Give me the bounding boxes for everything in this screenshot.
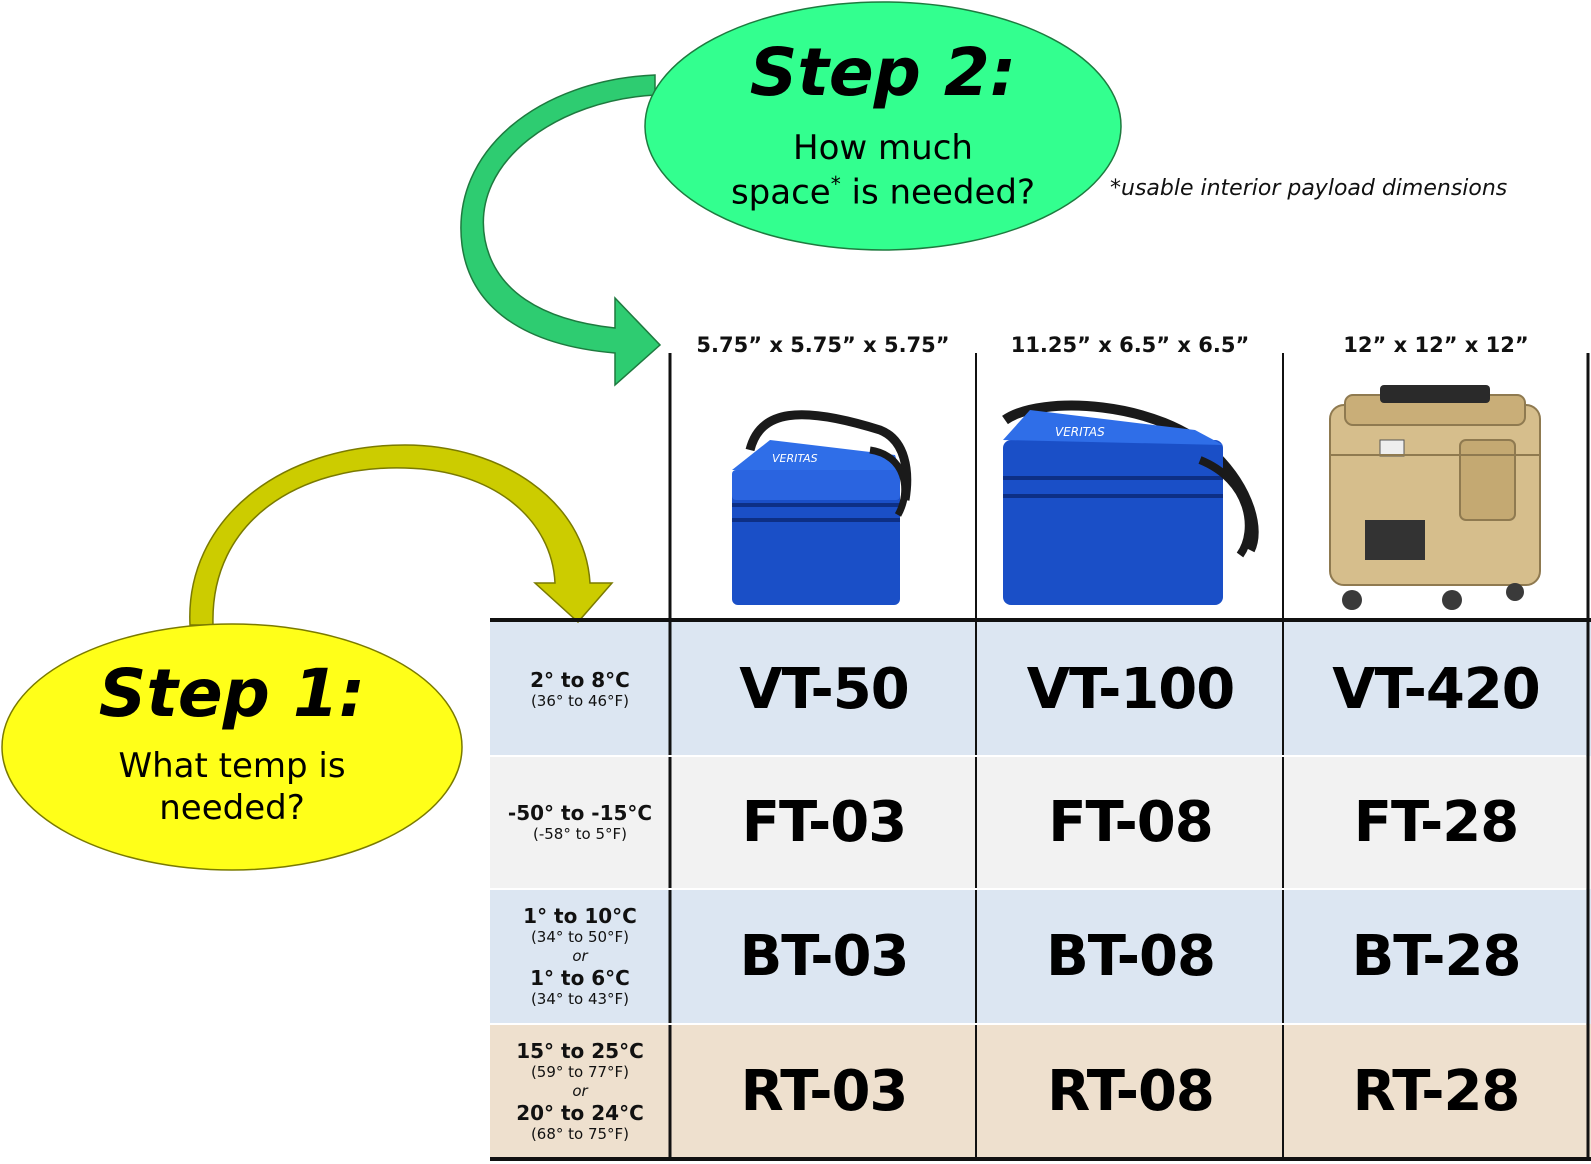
temp-range-f: (34° to 50°F): [530, 928, 630, 946]
model-cell-ft-08: FT-08: [1048, 790, 1213, 855]
small-blue-cooler-bag-image: VERITAS: [732, 410, 912, 605]
step2-line2-needed: is needed?: [840, 172, 1036, 213]
footnote: *usable interior payload dimensions: [1110, 176, 1508, 201]
temp-range-f-alt: (34° to 43°F): [530, 990, 630, 1008]
temp-or: or: [572, 947, 588, 965]
row-bg-ft: [490, 756, 1591, 889]
tan-rolling-hard-case-image: [1329, 385, 1541, 610]
row-bg-rt: [490, 1024, 1591, 1159]
temp-range-f: (59° to 77°F): [530, 1063, 630, 1081]
temp-range-f-alt: (68° to 75°F): [530, 1125, 630, 1143]
temp-range-f: (36° to 46°F): [530, 691, 630, 710]
model-cell-vt-100: VT-100: [1026, 656, 1235, 722]
step2-line1: How much: [793, 128, 973, 168]
model-cell-vt-50: VT-50: [739, 656, 909, 722]
step1-arrow: [189, 444, 614, 626]
temp-range-c: 1° to 10°C: [523, 904, 637, 928]
step2-asterisk: *: [830, 172, 841, 196]
temp-range-c: -50° to -15°C: [507, 801, 653, 825]
step1-bubble: [1, 623, 463, 871]
dimensions-col-3: 12” x 12” x 12”: [1343, 333, 1529, 357]
temp-range-f: (-58° to 5°F): [533, 825, 627, 843]
model-cell-rt-08: RT-08: [1047, 1059, 1215, 1124]
temp-row-ft: -50° to -15°C (-58° to 5°F): [490, 756, 670, 889]
bag-logo-small: VERITAS: [772, 452, 818, 465]
temp-row-vt: 2° to 8°C (36° to 46°F): [490, 622, 670, 756]
step2-title: Step 2:: [749, 34, 1017, 111]
row-bg-vt: [490, 622, 1591, 756]
row-bg-bt: [490, 889, 1591, 1024]
temp-row-bt: 1° to 10°C (34° to 50°F) or 1° to 6°C (3…: [490, 889, 670, 1024]
model-cell-bt-28: BT-28: [1351, 924, 1522, 989]
model-cell-bt-03: BT-03: [739, 924, 910, 989]
step2-bubble: [644, 1, 1122, 251]
model-cell-ft-03: FT-03: [741, 790, 907, 855]
step1-title: Step 1:: [98, 655, 366, 732]
model-cell-rt-03: RT-03: [740, 1059, 909, 1124]
step2-line2: space* is needed?: [645, 172, 1121, 212]
temp-range-c-alt: 1° to 6°C: [530, 966, 630, 990]
model-cell-bt-08: BT-08: [1046, 924, 1216, 989]
dimensions-col-2: 11.25” x 6.5” x 6.5”: [1010, 333, 1250, 357]
bag-logo-medium: VERITAS: [1055, 425, 1105, 439]
dimensions-col-1: 5.75” x 5.75” x 5.75”: [696, 333, 950, 357]
step2-arrow: [460, 74, 662, 387]
step2-line2-space: space: [730, 172, 831, 213]
temp-or: or: [572, 1082, 588, 1100]
step1-line1: What temp is: [118, 746, 346, 786]
temp-range-c: 15° to 25°C: [516, 1039, 644, 1063]
model-cell-vt-420: VT-420: [1332, 656, 1540, 722]
model-cell-ft-28: FT-28: [1353, 790, 1519, 855]
temp-range-c: 2° to 8°C: [530, 667, 630, 692]
temp-row-rt: 15° to 25°C (59° to 77°F) or 20° to 24°C…: [490, 1024, 670, 1159]
step1-line2: needed?: [159, 788, 305, 828]
medium-blue-cooler-bag-image: VERITAS: [1002, 400, 1259, 605]
model-cell-rt-28: RT-28: [1352, 1059, 1521, 1124]
temp-range-c-alt: 20° to 24°C: [516, 1101, 644, 1125]
